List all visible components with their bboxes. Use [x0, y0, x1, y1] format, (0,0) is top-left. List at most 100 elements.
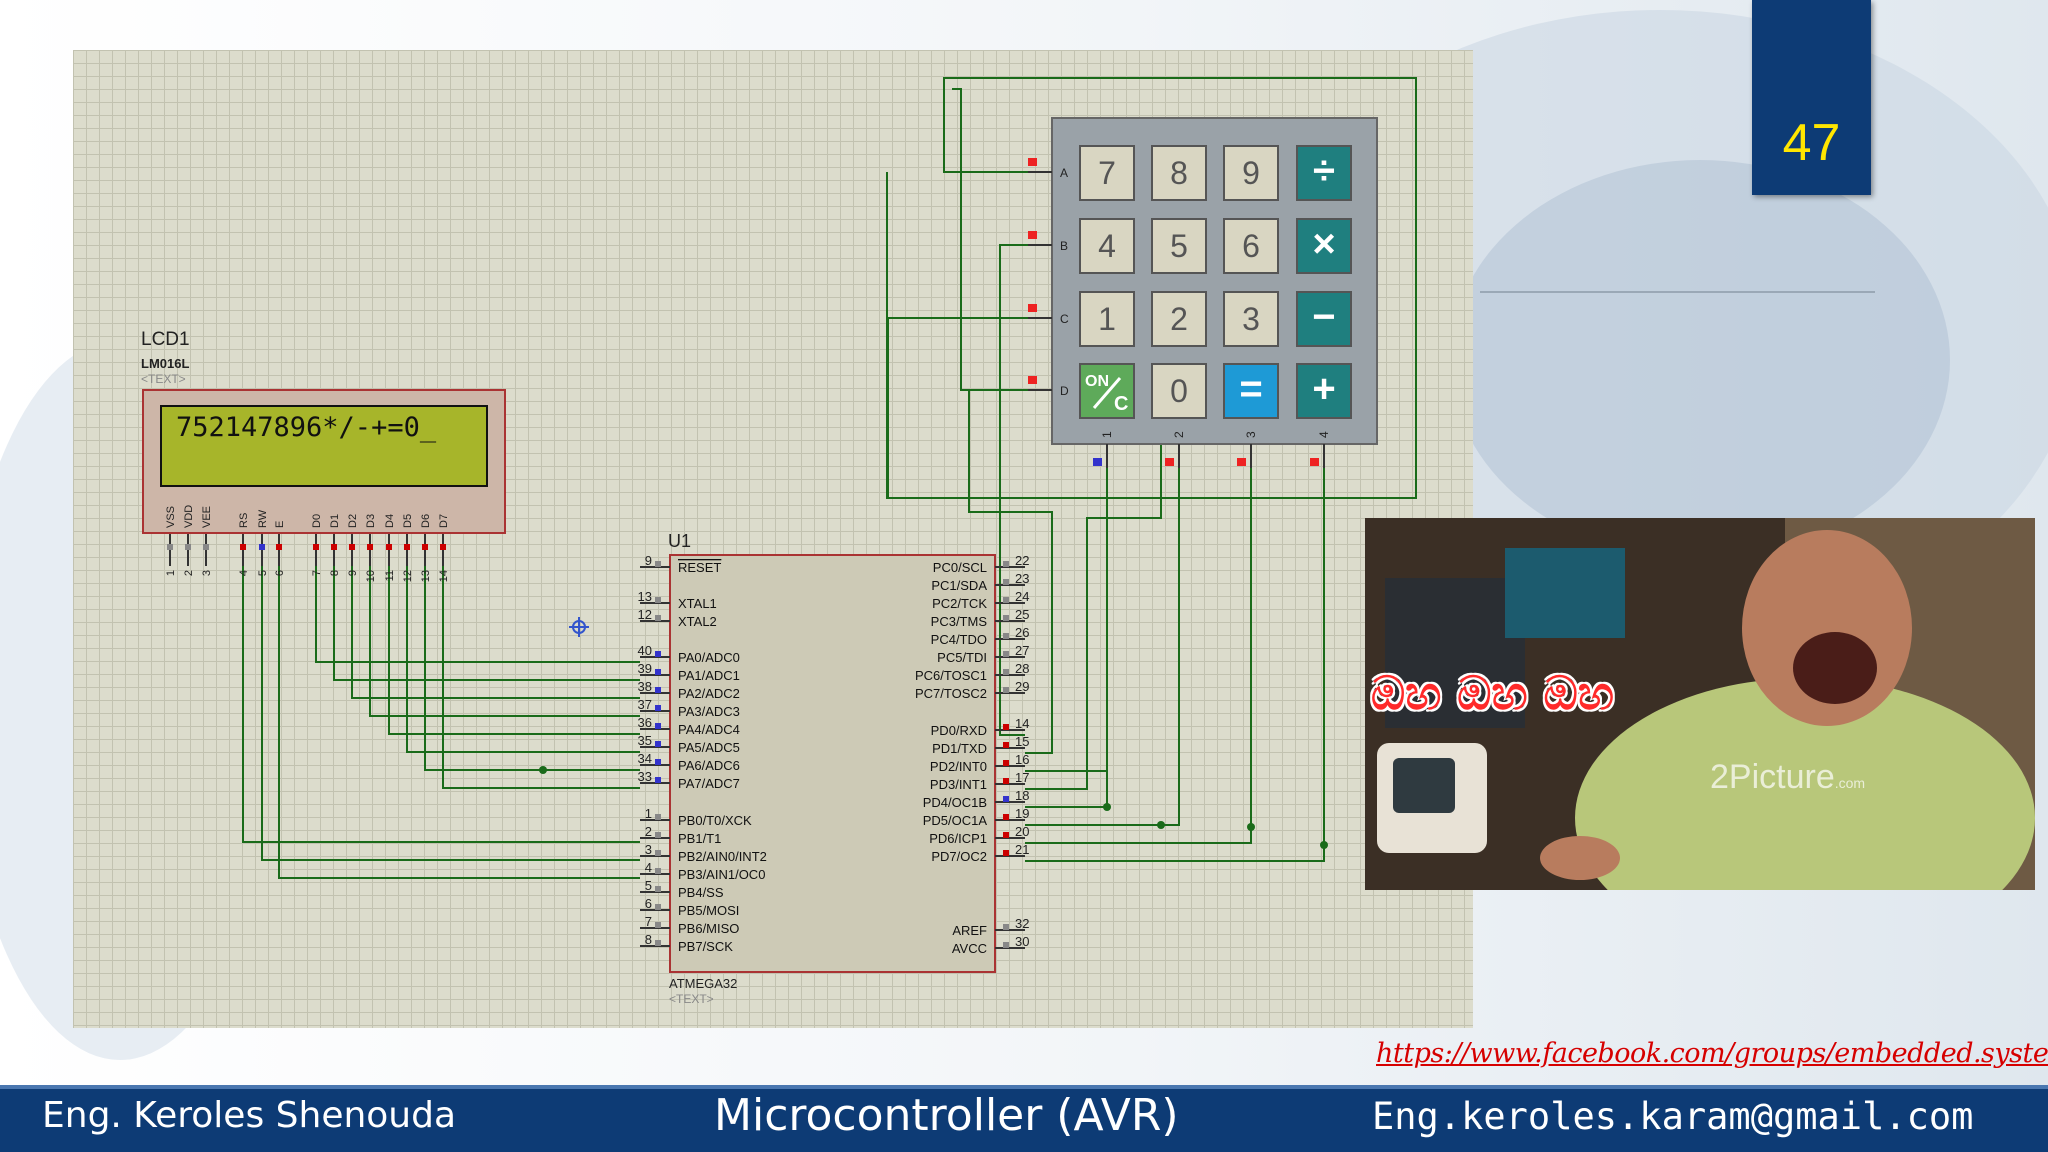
keypad-col-marker [1093, 458, 1102, 466]
mcu-pin-number: 24 [1015, 589, 1029, 604]
mcu-pin-marker [655, 723, 661, 729]
mcu-pin-name: PD3/INT1 [930, 777, 987, 792]
keypad-key-label: ON [1085, 373, 1109, 390]
wire [351, 566, 640, 699]
mcu-pin-number: 14 [1015, 716, 1029, 731]
mcu-pin-number: 33 [638, 769, 652, 784]
mcu-pin-name: PA7/ADC7 [678, 776, 740, 791]
mcu-pin-marker [1003, 651, 1009, 657]
watermark-suffix: .com [1834, 775, 1866, 791]
mcu-pin-marker [1003, 924, 1009, 930]
mcu-part: ATMEGA32 [669, 976, 737, 991]
lcd-pin-marker [185, 544, 191, 550]
keypad-key[interactable]: 3 [1223, 291, 1279, 347]
keypad-key[interactable]: 0 [1151, 363, 1207, 419]
mcu-pin-number: 2 [645, 824, 652, 839]
keypad-key[interactable]: 4 [1079, 218, 1135, 274]
keypad-key[interactable]: = [1223, 363, 1279, 419]
keypad-key-face [1223, 363, 1279, 419]
lcd-pin-marker [313, 544, 319, 550]
mcu-pin-marker [1003, 669, 1009, 675]
meme-photo: ඔහ ඔහ ඔහ 2Picture.com [1365, 518, 2035, 890]
lcd-pin-marker [367, 544, 373, 550]
wire [388, 566, 640, 735]
schematic-drawing: LCD1LM016L<TEXT>752147896*/-+=0_VSS1VDD2… [141, 77, 1417, 1006]
slide-number: 47 [1782, 114, 1841, 172]
mcu-pin-name: PD5/OC1A [923, 813, 988, 828]
mcu-pin-marker [655, 777, 661, 783]
keypad-key[interactable]: ONC [1079, 363, 1135, 419]
lcd-pin-number: 9 [347, 570, 359, 576]
lcd-model: LM016L [141, 356, 189, 371]
mcu-pin-number: 6 [645, 896, 652, 911]
mcu-pin-name: PC4/TDO [931, 632, 987, 647]
keypad-key[interactable]: × [1296, 218, 1352, 274]
lcd-pin-name: D0 [311, 514, 323, 528]
wire [369, 566, 640, 717]
lcd-screen [160, 405, 488, 487]
keypad-key[interactable]: 8 [1151, 145, 1207, 201]
mcu-pin-marker [655, 669, 661, 675]
keypad-key[interactable]: 2 [1151, 291, 1207, 347]
mcu-pin-name: PA2/ADC2 [678, 686, 740, 701]
mcu-pin-name: PA0/ADC0 [678, 650, 740, 665]
lcd-pin-name: D6 [420, 514, 432, 528]
footer-course-title: Microcontroller (AVR) [714, 1090, 1179, 1141]
mcu-pin-name: XTAL2 [678, 614, 717, 629]
mcu-pin-name: PB2/AIN0/INT2 [678, 849, 767, 864]
mcu-pin-name: AREF [952, 923, 987, 938]
lcd-pin-marker [259, 544, 265, 550]
wire [242, 566, 640, 843]
keypad-key[interactable]: 9 [1223, 145, 1279, 201]
mcu-pin-name: PB4/SS [678, 885, 724, 900]
mcu-pin-name: PC5/TDI [937, 650, 987, 665]
lcd-pin-marker [404, 544, 410, 550]
keypad-key[interactable]: 5 [1151, 218, 1207, 274]
lcd-pin-number: 3 [201, 570, 213, 576]
mcu-pin-marker [655, 687, 661, 693]
mcu-pin-marker [1003, 561, 1009, 567]
keypad-col-label: 1 [1100, 431, 1114, 438]
keypad-key-label: 0 [1170, 373, 1188, 409]
keypad-key[interactable]: 1 [1079, 291, 1135, 347]
mcu-pin-number: 9 [645, 553, 652, 568]
facebook-group-link[interactable]: https://www.facebook.com/groups/embedded… [1376, 1038, 2048, 1069]
keypad-key[interactable]: 7 [1079, 145, 1135, 201]
mcu-pin-number: 21 [1015, 842, 1029, 857]
keypad-key-face [1296, 145, 1352, 201]
mcu-pin-marker [1003, 724, 1009, 730]
keypad-key[interactable]: + [1296, 363, 1352, 419]
wire [442, 566, 640, 789]
mcu-pin-name: XTAL1 [678, 596, 717, 611]
mcu-pin-marker [1003, 942, 1009, 948]
lcd-pin-marker [203, 544, 209, 550]
mcu-pin-number: 37 [638, 697, 652, 712]
wire [1025, 468, 1108, 772]
keypad-col-marker [1310, 458, 1319, 466]
mcu-pin-name: PC1/SDA [931, 578, 987, 593]
lcd-pin-name: D5 [402, 514, 414, 528]
mcu-pin-number: 29 [1015, 679, 1029, 694]
keypad-key-label: 3 [1242, 301, 1260, 337]
keypad-key-label: = [1239, 367, 1262, 411]
mcu-pin-name: PA3/ADC3 [678, 704, 740, 719]
lcd-pin-name: VDD [183, 505, 195, 528]
lcd-pin-name: D7 [438, 514, 450, 528]
mcu-pin-marker [655, 868, 661, 874]
mcu-pin-name: PB5/MOSI [678, 903, 739, 918]
mcu-pin-number: 26 [1015, 625, 1029, 640]
wire [999, 244, 1028, 736]
keypad-key-face [1079, 145, 1135, 201]
lcd-pin-number: 5 [257, 570, 269, 576]
lcd-pin-number: 4 [238, 570, 250, 576]
keypad-row-marker [1028, 158, 1037, 166]
wire [952, 88, 1028, 391]
keypad-key-label: 5 [1170, 228, 1188, 264]
keypad-key[interactable]: − [1296, 291, 1352, 347]
lcd-pin-number: 10 [365, 570, 377, 582]
keypad-key[interactable]: 6 [1223, 218, 1279, 274]
keypad-key[interactable]: ÷ [1296, 145, 1352, 201]
mcu-pin-name: PD6/ICP1 [929, 831, 987, 846]
wire [887, 317, 1028, 498]
